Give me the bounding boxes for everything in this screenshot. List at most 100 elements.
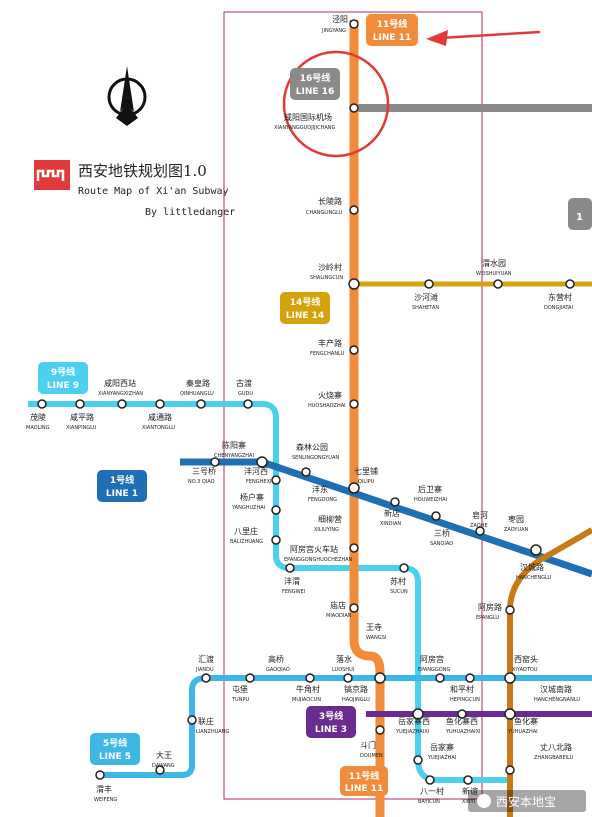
svg-text:1号线: 1号线 <box>110 474 134 486</box>
station-zaohe-en: ZAOHE <box>470 523 488 529</box>
station-hancheng-zh: 汉城路 <box>520 562 544 572</box>
station-jingyang-en: JINGYANG <box>321 28 346 34</box>
edge-badge-grey: 1 <box>568 198 592 230</box>
station-gaoqiao-zh: 高桥 <box>268 654 284 664</box>
highlight-circle <box>282 50 390 158</box>
station-epanglu-en: EPANGLU <box>476 615 499 621</box>
station-dawang-zh: 大王 <box>156 750 172 760</box>
station-yhzx-zh: 鱼化寨西 <box>446 716 478 726</box>
station-maoling-en: MAOLING <box>26 425 50 431</box>
station-xianyangxizhan-zh: 咸阳西站 <box>104 378 136 388</box>
station-xiyaotou-en: XIYAOTOU <box>512 667 538 673</box>
station-fengwei-zh: 沣渭 <box>284 576 300 586</box>
svg-text:5号线: 5号线 <box>103 737 127 749</box>
station-fengdong-en: FENGDONG <box>308 497 337 503</box>
station-lianzhuang-en: LIANZHUANG <box>196 729 229 735</box>
svg-text:西安本地宝: 西安本地宝 <box>496 794 556 809</box>
station-weifeng-zh: 渭丰 <box>96 784 112 794</box>
wechat-icon <box>477 794 491 808</box>
station-sucun-zh: 苏村 <box>390 576 406 586</box>
station-fengchan-en: FENGCHANLU <box>310 351 345 357</box>
title-en: Route Map of Xi'an Subway <box>78 186 229 197</box>
svg-text:9号线: 9号线 <box>51 366 75 378</box>
svg-text:1: 1 <box>576 212 583 223</box>
station-weishuiyuan-zh: 渭水园 <box>482 258 506 268</box>
station-senlin-zh: 森林公园 <box>296 442 328 452</box>
station-shaling-en: SHALINGCUN <box>310 275 343 281</box>
station-dawang-en: DAWANG <box>152 763 175 769</box>
station-qinhuang-en: QINHUANGLU <box>180 391 214 397</box>
station-zhangba-zh: 丈八北路 <box>540 742 572 752</box>
line16-badge: 16号线 LINE 16 <box>290 68 340 100</box>
arrow-head-icon <box>426 30 448 46</box>
station-heping-en: HEPINGCUN <box>450 697 480 703</box>
station-qinhuang-zh: 秦皇路 <box>186 378 210 388</box>
station-gaoqiao-en: GAOQIAO <box>266 667 290 673</box>
station-tunpu-en: TUNPU <box>231 697 249 703</box>
title-author: By littledanger <box>145 207 235 218</box>
svg-text:LINE 11: LINE 11 <box>345 784 383 794</box>
station-shaling-zh: 沙岭村 <box>318 262 342 272</box>
station-bayi-zh: 八一村 <box>420 786 444 796</box>
station-xinyi-en: XINYI <box>462 799 475 805</box>
station-markers <box>37 19 575 785</box>
line11-track <box>349 20 385 817</box>
station-epanggong-zh: 阿房宫 <box>420 654 444 664</box>
station-fengwei-en: FENGWEI <box>282 589 305 595</box>
station-epanggong-en: EPANGGONG <box>418 667 450 673</box>
svg-text:3号线: 3号线 <box>319 710 343 722</box>
station-qilipu-en: QILIPU <box>358 479 375 485</box>
station-wangsi-zh: 王寺 <box>366 623 382 632</box>
station-tunpu-zh: 屯堡 <box>232 684 248 694</box>
station-airport-en: XIANYANGGUOJIJICHANG <box>274 125 336 131</box>
station-balizhuang-zh: 八里庄 <box>234 526 258 536</box>
station-jingyang-zh: 泾阳 <box>332 15 348 24</box>
station-jiandu-zh: 汇渡 <box>198 654 214 664</box>
svg-text:LINE 11: LINE 11 <box>373 33 411 43</box>
station-xinyi-zh: 新谊 <box>462 786 478 796</box>
station-xianping-zh: 咸平路 <box>70 412 94 422</box>
station-maoling-zh: 茂陵 <box>30 412 46 422</box>
station-shahetan-en: SHAHETAN <box>412 305 439 311</box>
station-fenghexi-en: FENGHEXI <box>246 479 271 485</box>
station-balizhuang-en: BALIZHUANG <box>230 539 263 545</box>
station-mujiao-zh: 牛角村 <box>296 684 320 694</box>
svg-text:16号线: 16号线 <box>300 72 331 84</box>
svg-text:14号线: 14号线 <box>290 296 321 308</box>
station-miaodian-zh: 庙店 <box>330 600 346 610</box>
station-haojing-zh: 镐京路 <box>344 684 368 694</box>
station-doumen-zh: 斗门 <box>360 740 376 750</box>
station-dongjiatai-zh: 东营村 <box>548 292 572 302</box>
line9-badge: 9号线 LINE 9 <box>38 362 88 394</box>
line14-badge: 14号线 LINE 14 <box>280 292 330 324</box>
station-jiandu-en: JIANDU <box>195 667 214 673</box>
compass-n-letter: N <box>125 95 130 102</box>
svg-text:LINE 9: LINE 9 <box>47 381 79 391</box>
station-huoshao-zh: 火烧寨 <box>318 390 342 400</box>
station-weifeng-en: WEIFENG <box>94 797 117 803</box>
station-wangsi-en: WANGSI <box>366 635 386 641</box>
station-labels: 泾阳 JINGYANG 咸阳国际机场 XIANYANGGUOJIJICHANG … <box>26 15 580 805</box>
station-bayi-en: BAYICUN <box>418 799 440 805</box>
station-zaoyuan-en: ZAOYUAN <box>504 527 529 533</box>
title-block: 西安地铁规划图1.0 Route Map of Xi'an Subway By … <box>34 160 235 218</box>
station-sucun-en: SUCUN <box>390 589 408 595</box>
station-epanghcz-zh: 阿房宫火车站 <box>290 544 338 554</box>
station-hancheng-en: HANCHENGLU <box>516 575 551 581</box>
station-houwei-zh: 后卫寨 <box>418 484 442 494</box>
line1-badge: 1号线 LINE 1 <box>97 470 147 502</box>
station-yuejiazhai-en: YUEJIAZHAI <box>427 755 456 761</box>
line11-badge-top: 11号线 LINE 11 <box>366 14 418 46</box>
station-sanqiao-zh: 三号桥 <box>192 466 216 476</box>
station-xiliu-zh: 细柳营 <box>318 514 342 524</box>
station-fenghexi-zh: 沣河西 <box>244 466 268 476</box>
watermark: 西安本地宝 <box>468 790 586 812</box>
station-xiantong-zh: 咸通路 <box>148 412 172 422</box>
station-huoshao-en: HUOSHAOZHAI <box>308 403 346 409</box>
station-qilipu-zh: 七里铺 <box>354 466 378 476</box>
line11-badge-bottom: 11号线 LINE 11 <box>340 766 388 796</box>
station-chenyang-zh: 陈阳寨 <box>222 440 246 450</box>
station-airport-zh: 咸阳国际机场 <box>284 112 332 122</box>
station-yanghu-en: YANGHUZHAI <box>231 505 265 511</box>
station-hcnl-en: HANCHENGNANLU <box>534 697 580 703</box>
